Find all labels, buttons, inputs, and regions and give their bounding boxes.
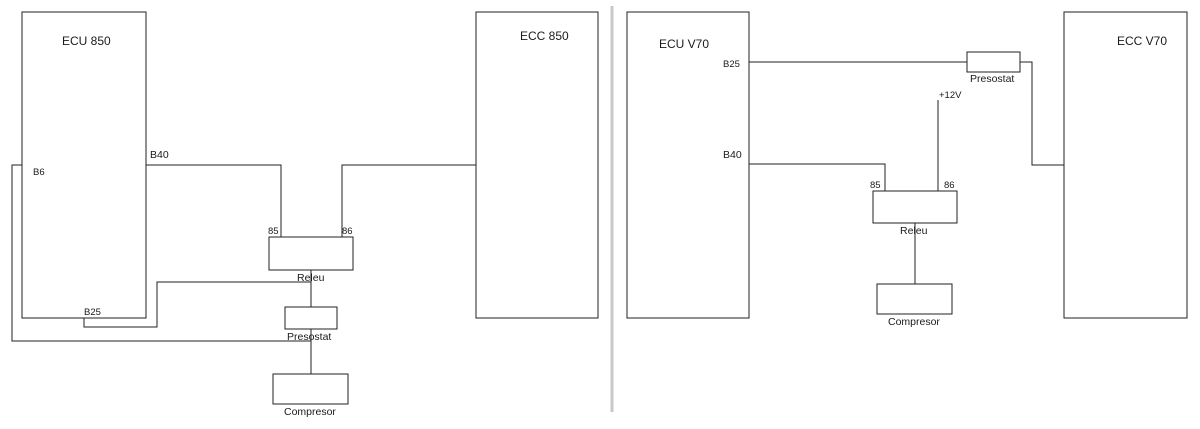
compressor-box — [272, 373, 349, 405]
compressor-label: Compresor — [284, 406, 336, 418]
ecc-v70-label: ECC V70 — [1117, 34, 1167, 48]
relay-box — [268, 236, 354, 271]
ecc-850-box — [475, 11, 599, 319]
wire-ecc-to-relay-86 — [341, 164, 476, 237]
wire-b6-loop — [11, 164, 312, 342]
ecu-v70-box — [626, 11, 750, 319]
pressostat-label: Presostat — [287, 331, 331, 343]
pin-85-label: 85 — [870, 180, 881, 191]
pressostat-box — [966, 51, 1021, 73]
ecu-850-box — [21, 11, 147, 319]
right-diagram: ECU V70 ECC V70 B25 B40 Presostat +12V 8… — [626, 11, 1188, 328]
pressostat-box — [284, 306, 338, 330]
relay-box — [872, 190, 958, 224]
wire-b25-loop — [83, 270, 312, 328]
pin-b6-label: B6 — [33, 167, 45, 178]
left-diagram: ECU 850 ECC 850 B40 B6 B25 85 86 Releu P… — [11, 11, 599, 418]
ecu-v70-label: ECU V70 — [659, 37, 709, 51]
wire-b40-to-relay-85 — [749, 163, 886, 191]
pressostat-label: Presostat — [970, 73, 1014, 85]
relay-label: Releu — [297, 272, 325, 284]
supply-12v-label: +12V — [939, 90, 962, 101]
compressor-box — [876, 283, 953, 315]
pin-b40-label: B40 — [150, 149, 169, 161]
pin-b40-label: B40 — [723, 149, 742, 161]
pin-86-label: 86 — [944, 180, 955, 191]
pin-86-label: 86 — [342, 226, 353, 237]
pin-85-label: 85 — [268, 226, 279, 237]
pin-b25-label: B25 — [723, 59, 740, 70]
ecu-850-label: ECU 850 — [62, 34, 111, 48]
ecc-850-label: ECC 850 — [520, 29, 569, 43]
wire-pressostat-to-ecc — [1020, 61, 1064, 166]
ecc-v70-box — [1063, 11, 1188, 319]
pin-b25-label: B25 — [84, 307, 101, 318]
wire-b40-to-relay-85 — [146, 164, 282, 237]
relay-label: Releu — [900, 225, 928, 237]
compressor-label: Compresor — [888, 316, 940, 328]
